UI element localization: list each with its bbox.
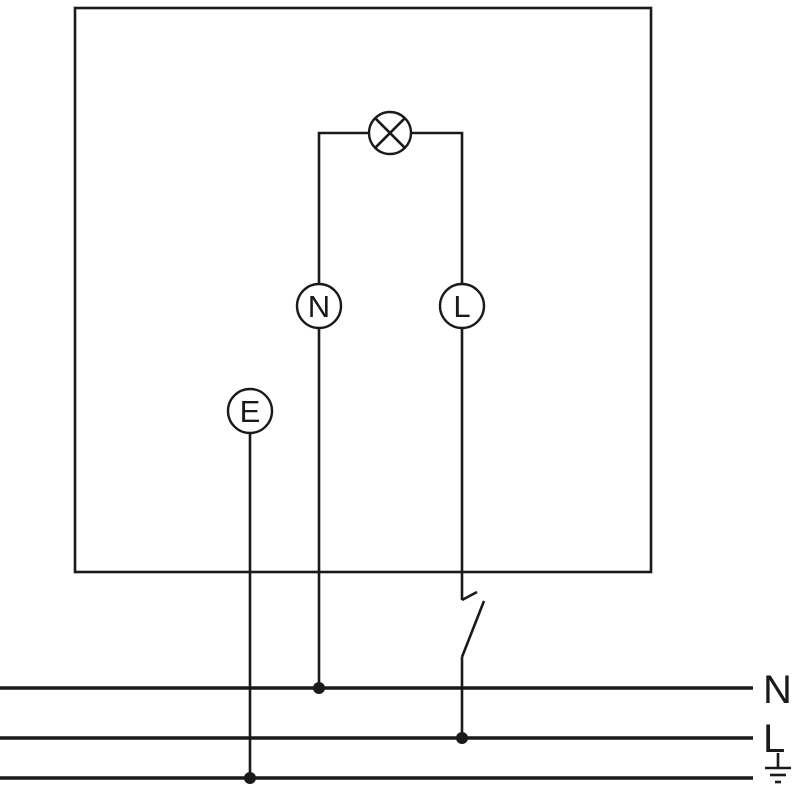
- supply-line-label: L: [763, 717, 785, 761]
- junction-dots: [244, 682, 468, 784]
- drop-wires: [248, 328, 464, 778]
- earth-ground-icon: [765, 753, 791, 784]
- lamp-wiring: [317, 131, 464, 284]
- terminal-l-label: L: [453, 289, 470, 324]
- terminal-e-label: E: [240, 394, 261, 429]
- device-outline-box: [73, 6, 653, 574]
- supply-neutral-label: N: [763, 668, 792, 712]
- junction-n: [313, 682, 325, 694]
- terminal-n: N: [295, 282, 343, 330]
- supply-lines: [0, 686, 753, 780]
- junction-l: [456, 732, 468, 744]
- terminal-e: E: [226, 387, 274, 435]
- lamp-icon: [367, 110, 413, 156]
- terminal-n-label: N: [308, 289, 330, 324]
- switch-symbol: [460, 590, 486, 658]
- terminal-l: L: [438, 282, 486, 330]
- junction-e: [244, 772, 256, 784]
